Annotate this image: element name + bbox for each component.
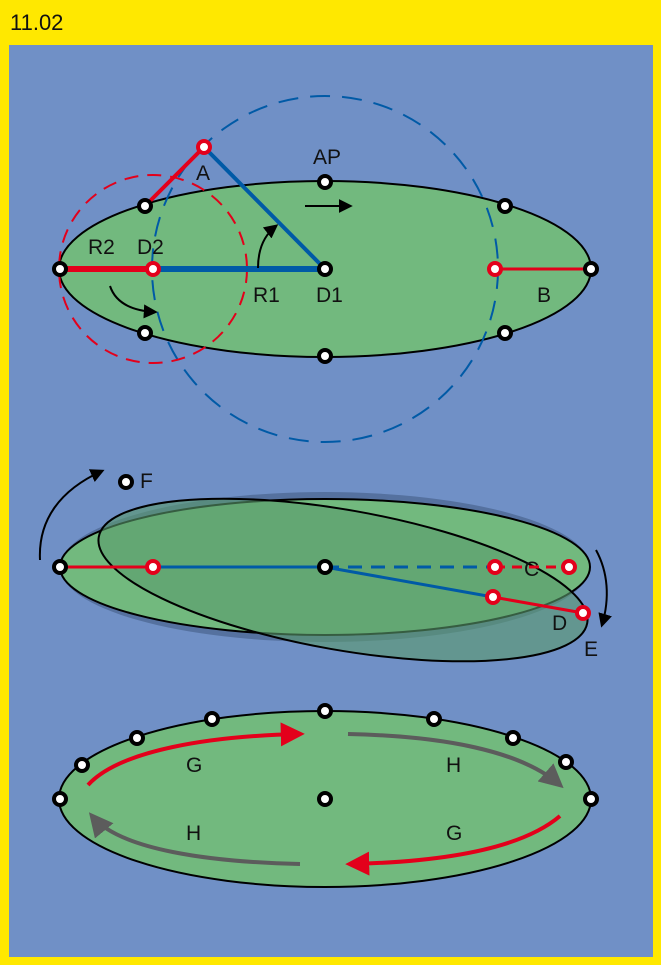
point-top-left-2 xyxy=(129,730,145,746)
red-arrow-bottom xyxy=(345,814,562,876)
point-lower-left xyxy=(137,325,153,341)
gray-arrow-bottom xyxy=(88,812,301,866)
point-top-right-3 xyxy=(558,754,574,770)
point-top-left-1 xyxy=(204,711,220,727)
point-left-vertex-3 xyxy=(52,791,68,807)
label-r2: R2 xyxy=(88,236,115,259)
label-d1: D1 xyxy=(316,284,343,307)
point-lower-right xyxy=(497,325,513,341)
label-r1: R1 xyxy=(253,284,280,307)
point-d2 xyxy=(145,261,161,277)
diagram-2: F C D E xyxy=(38,469,612,663)
label-e: E xyxy=(584,638,598,661)
label-ap: AP xyxy=(313,146,341,169)
point-left-vertex xyxy=(52,261,68,277)
point-center-2 xyxy=(317,559,333,575)
point-upper-left xyxy=(137,198,153,214)
point-ap xyxy=(317,174,333,190)
ellipse-2-tilted xyxy=(97,497,589,663)
red-line-a xyxy=(143,145,206,208)
point-top-3 xyxy=(317,703,333,719)
point-top-left-3 xyxy=(74,757,90,773)
point-a xyxy=(196,139,212,155)
label-h-bottom: H xyxy=(186,822,201,845)
point-top-right-1 xyxy=(426,711,442,727)
point-left-vertex-2 xyxy=(52,559,68,575)
blue-line-a-d1 xyxy=(202,145,327,271)
point-e xyxy=(575,605,591,621)
point-d1 xyxy=(317,261,333,277)
label-a: A xyxy=(196,162,210,185)
label-h-top: H xyxy=(446,754,461,777)
point-focus-right-2 xyxy=(487,559,503,575)
label-f: F xyxy=(140,470,153,493)
blue-tilted-segment xyxy=(324,565,494,599)
red-arrow-top xyxy=(86,722,305,787)
label-g-top: G xyxy=(186,754,202,777)
point-top-right-2 xyxy=(505,730,521,746)
point-c xyxy=(561,559,577,575)
label-g-bottom: G xyxy=(446,822,462,845)
point-b-focus xyxy=(487,261,503,277)
rotation-arrow-left xyxy=(38,469,105,561)
diagram-1: A AP R2 D2 R1 D1 B xyxy=(52,95,599,443)
rotation-arrow-r1 xyxy=(257,224,279,269)
rotation-arrow-right xyxy=(595,549,612,628)
point-f xyxy=(118,474,134,490)
diagram-3: G H H G xyxy=(52,703,599,888)
label-d: D xyxy=(552,612,567,635)
label-c: C xyxy=(524,558,539,581)
point-focus-left-2 xyxy=(145,559,161,575)
point-right-vertex xyxy=(583,261,599,277)
point-bottom xyxy=(317,348,333,364)
figure-number: 11.02 xyxy=(10,10,64,35)
label-d2: D2 xyxy=(137,236,164,259)
label-b: B xyxy=(537,284,551,307)
point-d-focus xyxy=(485,589,501,605)
gray-arrow-top xyxy=(347,732,564,789)
point-upper-right xyxy=(497,198,513,214)
point-center-3 xyxy=(317,791,333,807)
rotation-arrow-r2 xyxy=(109,285,158,319)
point-right-vertex-3 xyxy=(583,791,599,807)
red-tilted-segment xyxy=(492,595,584,615)
